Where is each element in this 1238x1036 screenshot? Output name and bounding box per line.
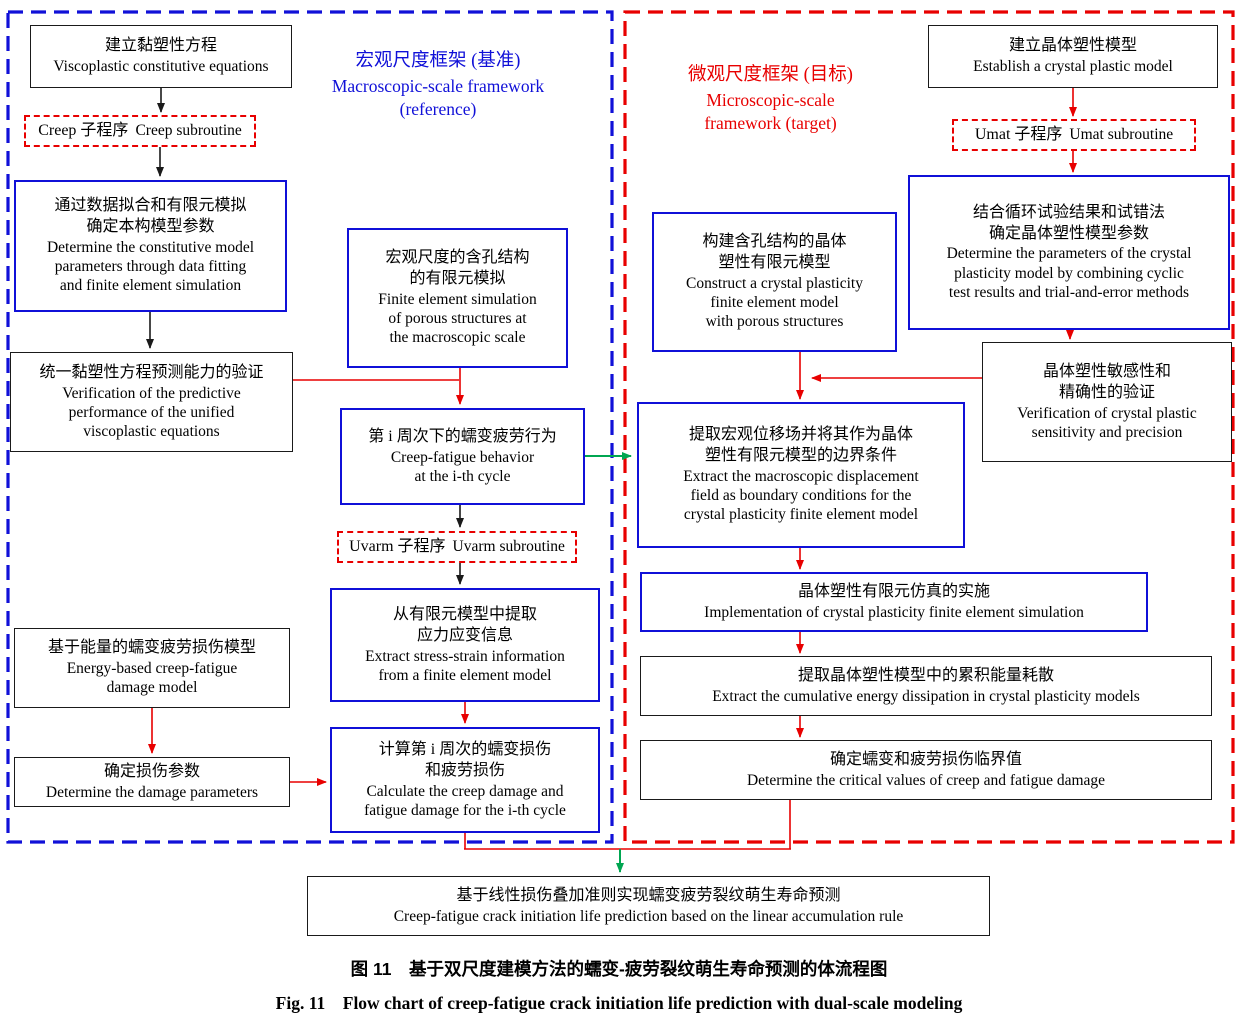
node-critical-damage-values: 确定蠕变和疲劳损伤临界值 Determine the critical valu… — [640, 740, 1212, 800]
node-extract-displacement-zh: 提取宏观位移场并将其作为晶体 塑性有限元模型的边界条件 — [688, 426, 913, 465]
node-critical-damage-values-zh: 确定蠕变和疲劳损伤临界值 — [829, 750, 1022, 768]
node-implement-cpfem-zh: 晶体塑性有限元仿真的实施 — [797, 582, 990, 600]
figure-caption-en: Fig. 11 Flow chart of creep-fatigue crac… — [275, 993, 963, 1013]
node-uvarm-subroutine-zh: Uvarm 子程序 — [349, 537, 446, 555]
macro-frame-title-en: Macroscopic-scale framework (reference) — [331, 75, 545, 119]
node-verify-viscoplastic-en: Verification of the predictive performan… — [62, 384, 241, 440]
node-verify-viscoplastic: 统一黏塑性方程预测能力的验证 Verification of the predi… — [10, 352, 293, 452]
micro-frame-title-en: Microscopic-scale framework (target) — [704, 89, 837, 133]
node-extract-energy-dissipation-zh: 提取晶体塑性模型中的累积能量耗散 — [797, 666, 1054, 684]
micro-frame-title-zh: 微观尺度框架 (目标) — [688, 65, 853, 85]
node-macro-fem-porous-en: Finite element simulation of porous stru… — [378, 290, 537, 347]
node-damage-parameters: 确定损伤参数 Determine the damage parameters — [14, 757, 290, 807]
figure-caption-zh: 图 11 基于双尺度建模方法的蠕变-疲劳裂纹萌生寿命预测的体流程图 — [350, 959, 888, 979]
node-macro-fem-porous-zh: 宏观尺度的含孔结构 的有限元模拟 — [385, 249, 530, 288]
red-arrows — [148, 88, 1077, 850]
node-verify-viscoplastic-zh: 统一黏塑性方程预测能力的验证 — [39, 363, 264, 381]
node-implement-cpfem: 晶体塑性有限元仿真的实施 Implementation of crystal p… — [640, 572, 1148, 632]
node-life-prediction: 基于线性损伤叠加准则实现蠕变疲劳裂纹萌生寿命预测 Creep-fatigue c… — [307, 876, 990, 936]
node-crystal-plastic-model-zh: 建立晶体塑性模型 — [1008, 37, 1137, 55]
node-crystal-fem-porous: 构建含孔结构的晶体 塑性有限元模型 Construct a crystal pl… — [652, 212, 897, 352]
node-extract-energy-dissipation: 提取晶体塑性模型中的累积能量耗散 Extract the cumulative … — [640, 656, 1212, 716]
node-extract-stress-strain: 从有限元模型中提取 应力应变信息 Extract stress-strain i… — [330, 588, 600, 702]
node-life-prediction-zh: 基于线性损伤叠加准则实现蠕变疲劳裂纹萌生寿命预测 — [456, 886, 841, 904]
macro-frame-title: 宏观尺度框架 (基准) Macroscopic-scale framework … — [308, 48, 568, 121]
node-fit-parameters: 通过数据拟合和有限元模拟 确定本构模型参数 Determine the cons… — [14, 180, 287, 312]
node-creep-subroutine-en: Creep subroutine — [135, 122, 242, 140]
macro-frame-border — [6, 10, 614, 844]
node-umat-subroutine-en: Umat subroutine — [1069, 126, 1174, 144]
node-damage-parameters-zh: 确定损伤参数 — [103, 762, 200, 780]
black-arrows — [146, 88, 464, 585]
node-energy-damage-model: 基于能量的蠕变疲劳损伤模型 Energy-based creep-fatigue… — [14, 628, 290, 708]
micro-frame-border — [623, 10, 1235, 844]
node-calculate-damage-en: Calculate the creep damage and fatigue d… — [364, 782, 566, 819]
node-crystal-fem-porous-en: Construct a crystal plasticity finite el… — [686, 274, 863, 331]
node-creep-subroutine-zh: Creep 子程序 — [38, 121, 129, 139]
node-umat-subroutine: Umat 子程序 Umat subroutine — [952, 119, 1196, 151]
node-energy-damage-model-zh: 基于能量的蠕变疲劳损伤模型 — [47, 639, 256, 657]
node-implement-cpfem-en: Implementation of crystal plasticity fin… — [704, 603, 1084, 621]
node-creep-subroutine: Creep 子程序 Creep subroutine — [24, 115, 256, 147]
node-damage-parameters-en: Determine the damage parameters — [45, 783, 259, 801]
green-arrows — [585, 452, 632, 873]
node-viscoplastic-equations: 建立黏塑性方程 Viscoplastic constitutive equati… — [30, 25, 292, 88]
node-cycle-behavior-en: Creep-fatigue behavior at the i-th cycle — [390, 448, 535, 485]
node-crystal-fem-porous-zh: 构建含孔结构的晶体 塑性有限元模型 — [702, 233, 847, 272]
node-fit-parameters-zh: 通过数据拟合和有限元模拟 确定本构模型参数 — [54, 197, 247, 236]
node-extract-stress-strain-en: Extract stress-strain information from a… — [365, 647, 565, 684]
node-viscoplastic-en: Viscoplastic constitutive equations — [53, 58, 269, 76]
node-critical-damage-values-en: Determine the critical values of creep a… — [746, 771, 1106, 789]
node-viscoplastic-zh: 建立黏塑性方程 — [104, 37, 217, 55]
node-verify-crystal-zh: 晶体塑性敏感性和 精确性的验证 — [1042, 362, 1171, 401]
node-crystal-parameters: 结合循环试验结果和试错法 确定晶体塑性模型参数 Determine the pa… — [908, 175, 1230, 330]
node-uvarm-subroutine-en: Uvarm subroutine — [452, 538, 565, 556]
node-crystal-plastic-model: 建立晶体塑性模型 Establish a crystal plastic mod… — [928, 25, 1218, 88]
node-macro-fem-porous: 宏观尺度的含孔结构 的有限元模拟 Finite element simulati… — [347, 228, 568, 368]
node-uvarm-subroutine: Uvarm 子程序 Uvarm subroutine — [337, 531, 577, 563]
node-extract-displacement: 提取宏观位移场并将其作为晶体 塑性有限元模型的边界条件 Extract the … — [637, 402, 965, 548]
node-verify-crystal: 晶体塑性敏感性和 精确性的验证 Verification of crystal … — [982, 342, 1232, 462]
node-life-prediction-en: Creep-fatigue crack initiation life pred… — [393, 907, 904, 925]
node-crystal-plastic-model-en: Establish a crystal plastic model — [973, 58, 1173, 76]
node-umat-subroutine-zh: Umat 子程序 — [974, 125, 1063, 143]
node-fit-parameters-en: Determine the constitutive model paramet… — [46, 238, 255, 295]
macro-frame-title-zh: 宏观尺度框架 (基准) — [355, 51, 521, 71]
node-crystal-parameters-zh: 结合循环试验结果和试错法 确定晶体塑性模型参数 — [972, 203, 1165, 242]
node-cycle-behavior: 第 i 周次下的蠕变疲劳行为 Creep-fatigue behavior at… — [340, 408, 585, 505]
node-extract-displacement-en: Extract the macroscopic displacement fie… — [683, 467, 919, 524]
node-cycle-behavior-zh: 第 i 周次下的蠕变疲劳行为 — [368, 427, 557, 445]
node-calculate-damage: 计算第 i 周次的蠕变损伤 和疲劳损伤 Calculate the creep … — [330, 727, 600, 833]
node-energy-damage-model-en: Energy-based creep-fatigue damage model — [66, 660, 238, 697]
node-verify-crystal-en: Verification of crystal plastic sensitiv… — [1017, 404, 1197, 441]
node-extract-stress-strain-zh: 从有限元模型中提取 应力应变信息 — [392, 605, 537, 644]
node-extract-energy-dissipation-en: Extract the cumulative energy dissipatio… — [712, 687, 1140, 705]
node-calculate-damage-zh: 计算第 i 周次的蠕变损伤 和疲劳损伤 — [378, 740, 552, 779]
micro-frame-title: 微观尺度框架 (目标) Microscopic-scale framework … — [648, 62, 893, 135]
node-crystal-parameters-en: Determine the parameters of the crystal … — [946, 245, 1192, 301]
